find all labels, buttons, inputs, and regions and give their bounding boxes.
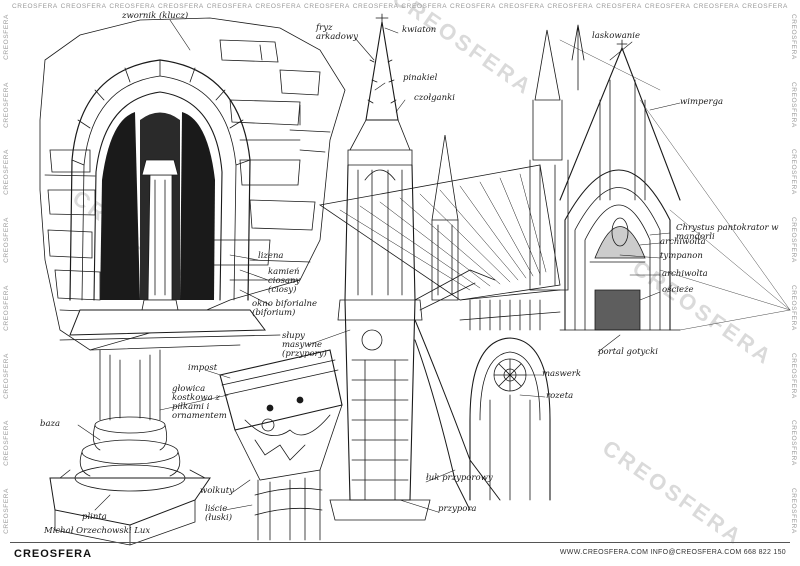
label-glowica: głowica kostkowa z piłkami i ornamentem [172, 384, 227, 421]
label-rozeta: rozeta [546, 391, 574, 401]
capital-drawing [219, 349, 343, 541]
romanesque-wall-drawing [39, 17, 346, 351]
creosfera-logo: CREOSFERA [14, 548, 93, 560]
column-base-drawing [49, 349, 211, 546]
label-leader-lines [77, 19, 681, 513]
footer-divider [10, 542, 790, 543]
label-portal-gotycki: portal gotycki [598, 347, 658, 357]
label-luk-przyporowy: łuk przyporowy [426, 473, 493, 483]
label-author: Michał Orzechowski Lux [44, 526, 151, 536]
label-czolganki: czołganki [414, 93, 455, 103]
label-fryz-arkadowy: fryz arkadowy [316, 23, 358, 42]
label-maswerk: maswerk [542, 369, 582, 379]
label-przypora: przypora [438, 504, 477, 514]
label-chrystus: Chrystus pantokrator w mandorli [676, 223, 779, 242]
gothic-cathedral-drawing [318, 24, 791, 501]
label-kwiaton: kwiaton [402, 25, 437, 35]
label-okno-biforialne: okno biforialne (biforium) [252, 299, 318, 318]
label-wolkuty: wolkuty [200, 486, 234, 496]
contact-info: WWW.CREOSFERA.COM INFO@CREOSFERA.COM 668… [559, 549, 786, 556]
label-pinakiel: pinakiel [403, 73, 438, 83]
label-kamien-ciosany: kamień ciosany (ciosy) [268, 267, 301, 295]
label-liscie: liście (łuski) [205, 504, 233, 523]
label-wimperga: wimperga [680, 97, 724, 107]
label-lizena: lizena [258, 251, 284, 261]
label-archiwolta-2: archiwolta [662, 269, 708, 279]
label-impost: impost [188, 363, 218, 373]
label-slupy-masywne: słupy masywne (przypory) [282, 331, 327, 359]
label-oscieze: ościeże [662, 285, 694, 295]
label-laskowanie: laskowanie [592, 31, 640, 41]
footer-bar: CREOSFERA WWW.CREOSFERA.COM INFO@CREOSFE… [0, 542, 800, 566]
gothic-buttress-drawing [329, 13, 501, 521]
label-plinta: plinta [82, 512, 107, 522]
label-tympanon: tympanon [660, 251, 703, 261]
label-zwornik: zwornik (klucz) [122, 11, 189, 21]
label-baza: baza [40, 419, 61, 429]
label-archiwolta: archiwolta [660, 237, 706, 247]
